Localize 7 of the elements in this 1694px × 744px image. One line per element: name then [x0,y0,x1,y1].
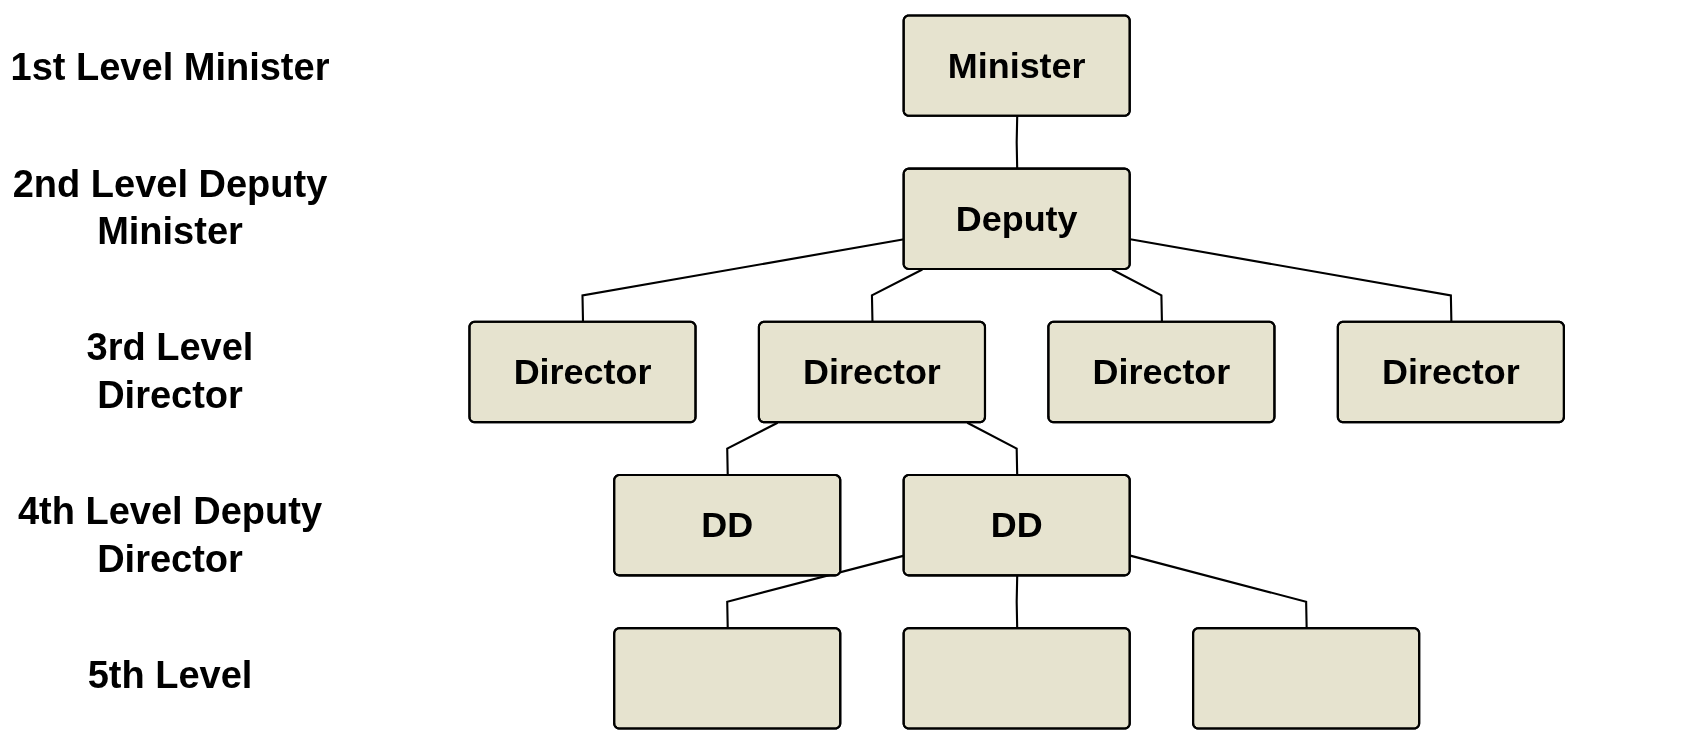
level-label: 2nd Level Deputy Minister [11,161,329,255]
level-label: 3rd Level Director [85,325,255,418]
connector [1130,554,1309,629]
connector [1015,575,1019,629]
level-label: 5th Level [86,653,254,699]
level-label: 4th Level Deputy Director [16,489,324,582]
level-label: 1st Level Minister [9,45,331,91]
